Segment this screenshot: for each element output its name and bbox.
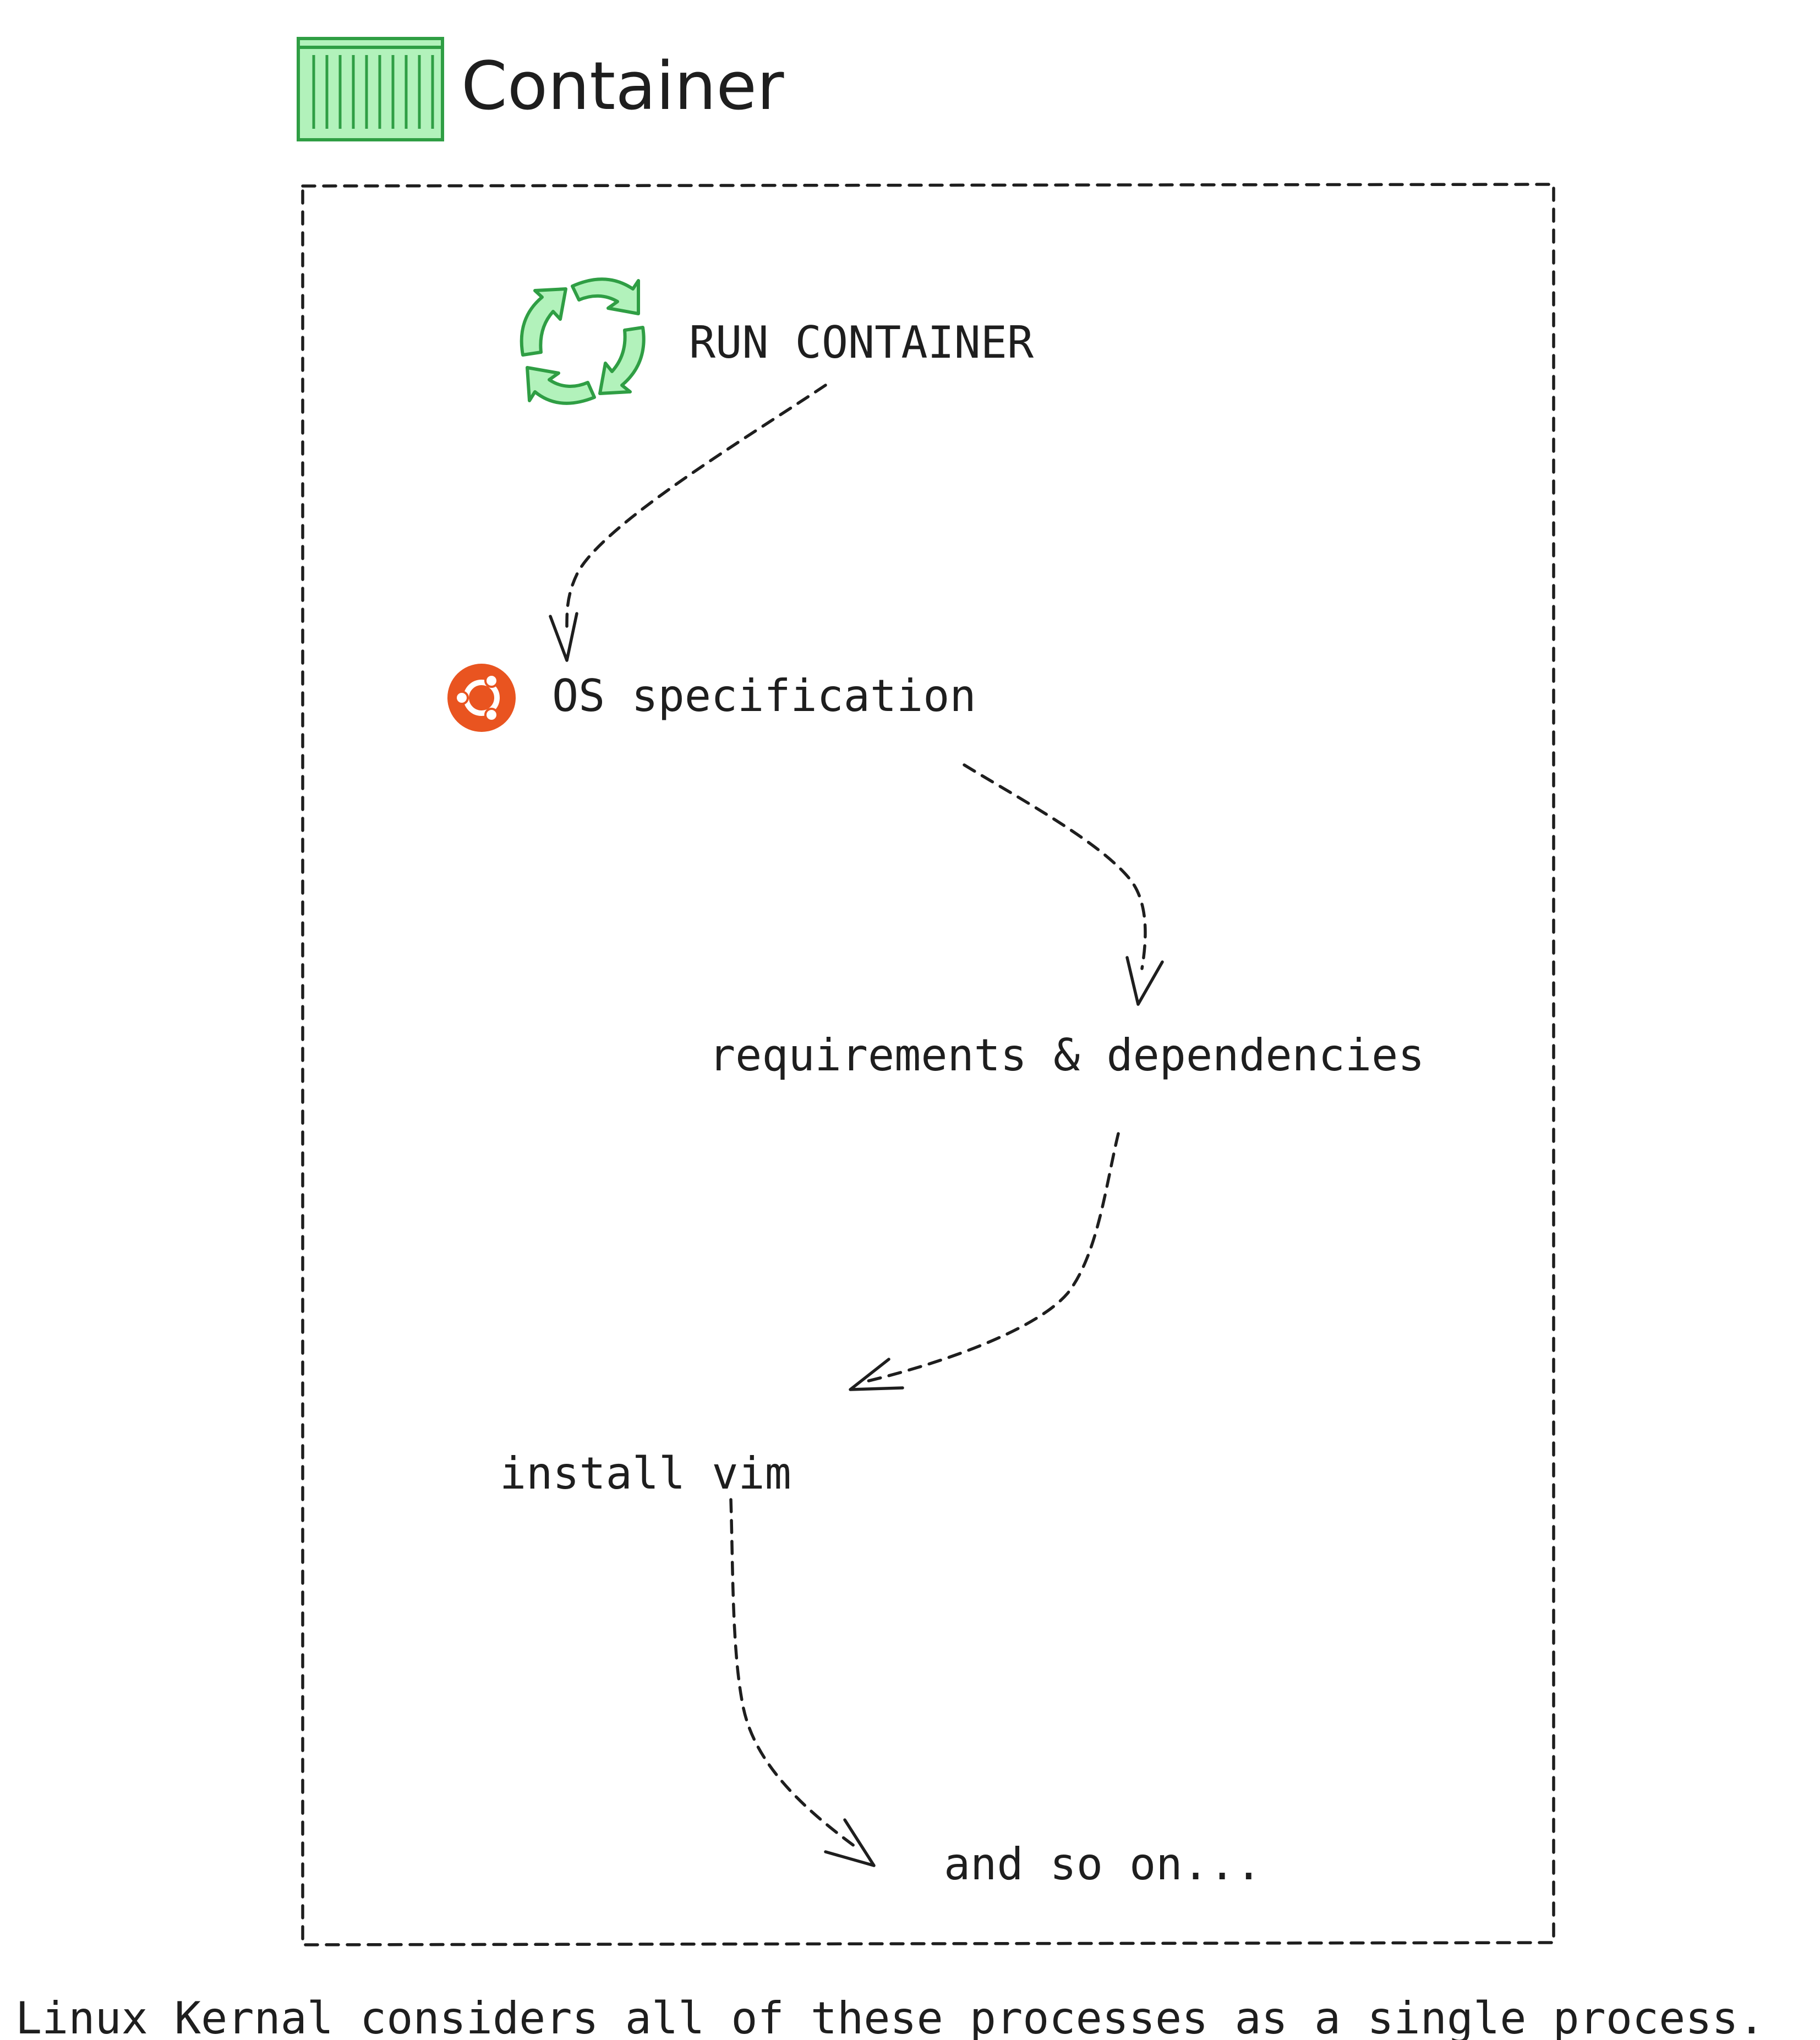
arrow-requirements-to-install <box>865 1132 1120 1383</box>
arrow-install-to-more <box>729 1498 860 1851</box>
run-container-label: RUN CONTAINER <box>689 317 1034 368</box>
shipping-container-icon <box>297 37 444 141</box>
os-specification-label: OS specification <box>552 670 976 721</box>
refresh-cycle-icon <box>520 277 646 405</box>
arrow-os-to-requirements <box>963 763 1147 970</box>
container-title: Container <box>461 48 784 125</box>
footer-note: Linux Kernal considers all of these proc… <box>15 1993 1765 2040</box>
requirements-label: requirements & dependencies <box>709 1030 1424 1081</box>
install-vim-label: install vim <box>500 1448 791 1499</box>
arrow-os-to-requirements-head <box>1125 956 1164 1006</box>
and-so-on-label: and so on... <box>944 1839 1262 1890</box>
ubuntu-logo-icon <box>447 664 516 732</box>
arrow-run-to-os <box>565 384 827 629</box>
arrow-run-to-os-head <box>549 612 578 662</box>
arrow-install-to-more-head <box>824 1818 876 1867</box>
arrow-requirements-to-install-head <box>849 1358 904 1391</box>
